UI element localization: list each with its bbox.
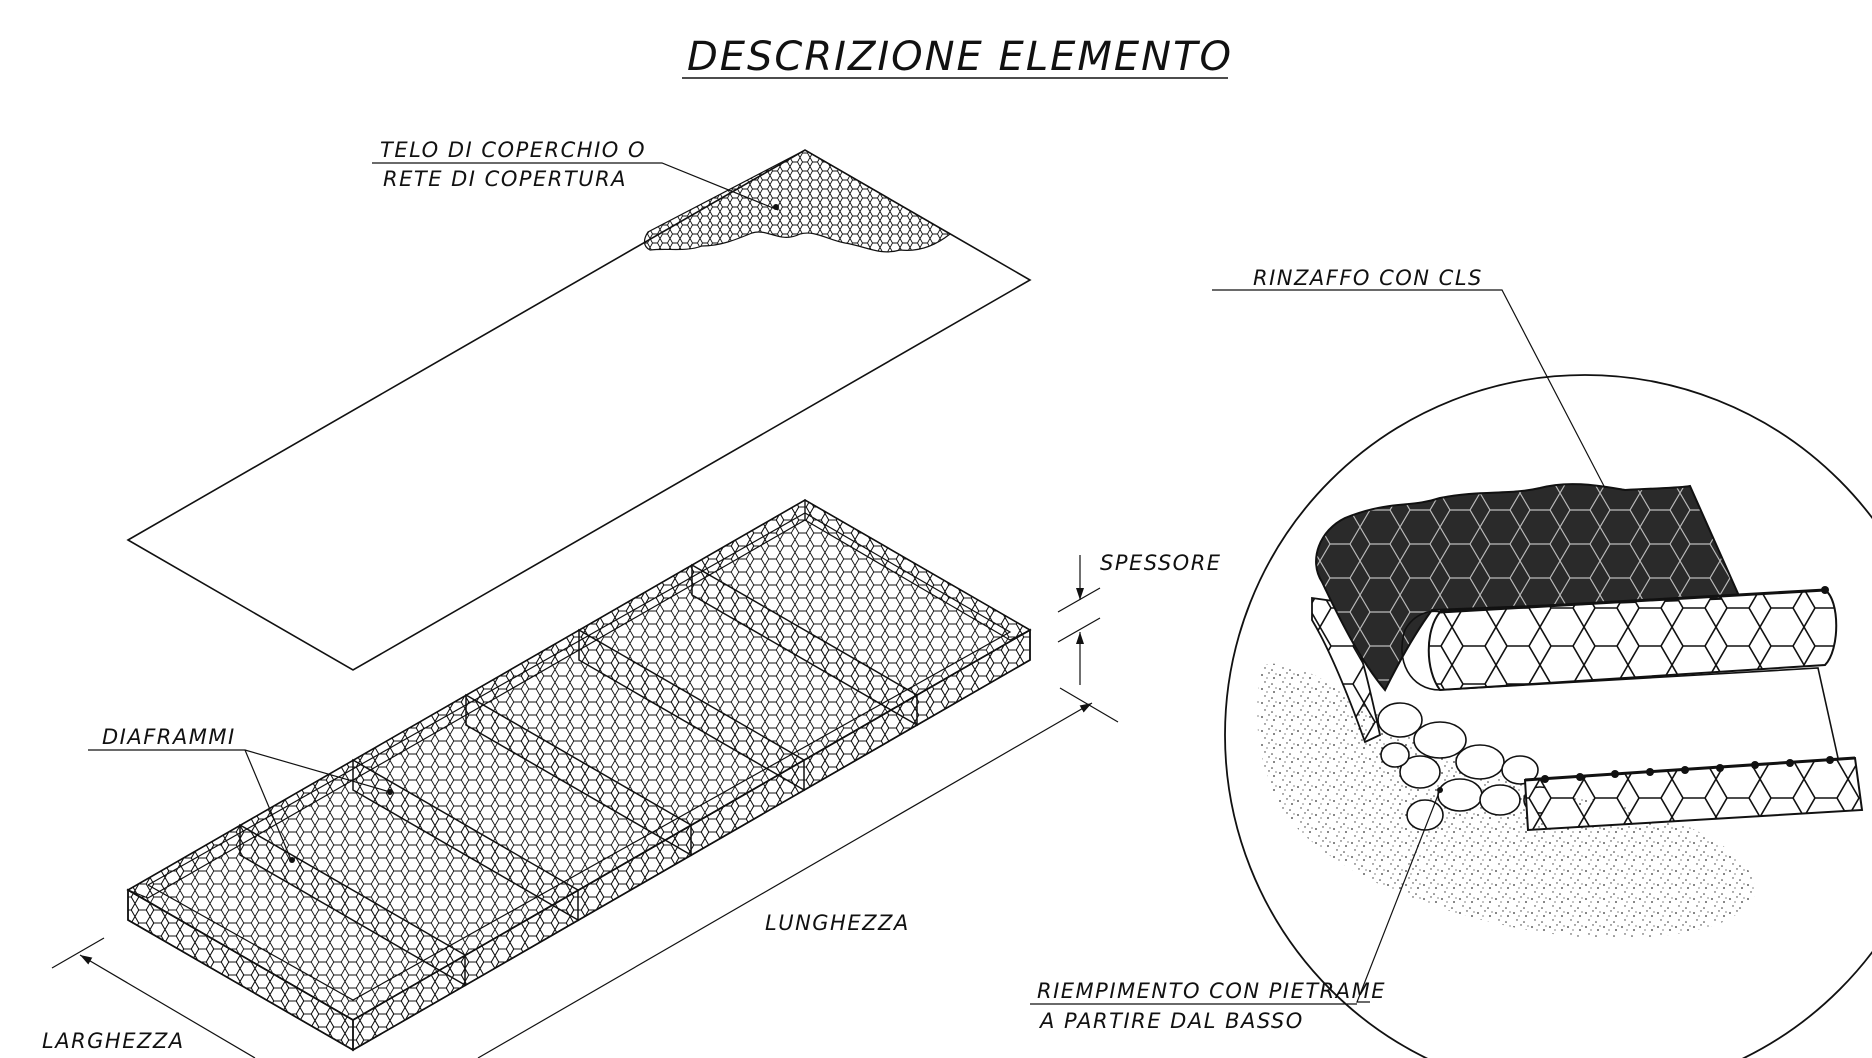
diaphragms-label: DIAFRAMMI	[102, 725, 236, 749]
length-label: LUNGHEZZA	[765, 911, 910, 935]
width-dimension: LARGHEZZA	[42, 937, 256, 1058]
diaphragm-1	[239, 823, 466, 987]
diaphragm-5	[691, 563, 918, 727]
concrete-callout: RINZAFFO CON CLS	[1212, 266, 1606, 489]
detail-circle	[1224, 374, 1872, 1058]
page-title: DESCRIZIONE ELEMENTO	[687, 34, 1233, 80]
cover-panel	[126, 149, 1032, 671]
cover-label-line1: TELO DI COPERCHIO O	[380, 138, 646, 162]
thickness-label: SPESSORE	[1100, 551, 1222, 575]
cover-label-line2: RETE DI COPERTURA	[383, 167, 627, 191]
width-label: LARGHEZZA	[42, 1029, 185, 1053]
concrete-facing	[1315, 483, 1742, 692]
fill-label-line1: RIEMPIMENTO CON PIETRAME	[1037, 979, 1386, 1003]
diaphragm-2	[352, 758, 579, 922]
concrete-label: RINZAFFO CON CLS	[1253, 266, 1483, 290]
thickness-dimension: SPESSORE	[1057, 551, 1222, 685]
cover-mesh-patch	[643, 149, 952, 253]
detail-view	[1224, 374, 1872, 1058]
selvedge-knots	[1541, 756, 1834, 783]
diaphragm-3	[465, 693, 692, 857]
stone-fill	[1377, 702, 1557, 831]
top-mesh-band	[1427, 588, 1838, 692]
fill-label-line2: A PARTIRE DAL BASSO	[1038, 1009, 1304, 1033]
diaphragms-callout: DIAFRAMMI	[88, 725, 393, 863]
cover-callout: TELO DI COPERCHIO O RETE DI COPERTURA	[372, 138, 779, 211]
stone-fill-callout: RIEMPIMENTO CON PIETRAME A PARTIRE DAL B…	[1030, 787, 1443, 1033]
length-dimension: LUNGHEZZA	[477, 687, 1119, 1058]
diaphragm-4	[578, 628, 805, 792]
gabion-mattress	[126, 498, 1032, 1052]
